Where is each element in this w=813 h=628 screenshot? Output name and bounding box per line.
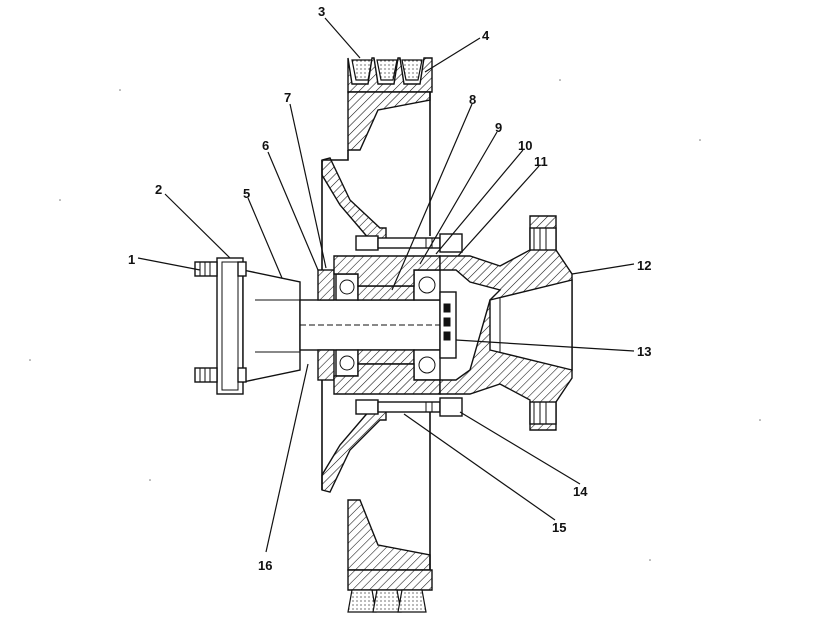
leader-16	[265, 363, 309, 553]
leader-1	[137, 257, 201, 271]
callout-11: 11	[534, 154, 548, 169]
leader-3	[324, 17, 361, 59]
callout-15: 15	[552, 520, 566, 535]
callout-5: 5	[243, 186, 250, 201]
scan-specks	[29, 79, 761, 561]
shaft	[299, 299, 441, 351]
callout-9: 9	[495, 120, 502, 135]
callout-14: 14	[573, 484, 588, 499]
retaining-nut	[439, 291, 457, 359]
leader-11	[457, 165, 540, 257]
leader-10	[435, 149, 524, 255]
callout-labels: 1 2 3 4 5 6 7 8 9 10 11 12 13 14 15 16	[128, 4, 651, 573]
leader-lines	[137, 17, 635, 553]
callout-12: 12	[637, 258, 651, 273]
callout-13: 13	[637, 344, 651, 359]
leader-5	[247, 197, 283, 279]
leader-9	[419, 131, 498, 265]
callout-2: 2	[155, 182, 162, 197]
leader-13	[455, 339, 635, 352]
pulley-lower	[321, 160, 433, 613]
leader-7	[289, 103, 327, 269]
fan-hub-flange	[194, 257, 301, 395]
callout-4: 4	[482, 28, 490, 43]
callout-8: 8	[469, 92, 476, 107]
callout-16: 16	[258, 558, 272, 573]
callout-6: 6	[262, 138, 269, 153]
callout-7: 7	[284, 90, 291, 105]
callout-1: 1	[128, 252, 135, 267]
pulley-upper	[321, 57, 433, 241]
seals-and-bearings	[317, 255, 441, 395]
leader-14	[459, 411, 581, 485]
leader-12	[571, 263, 635, 275]
support-bracket	[439, 215, 573, 431]
callout-3: 3	[318, 4, 325, 19]
leader-8	[391, 103, 473, 291]
leader-15	[403, 413, 556, 521]
pulley-bolts	[355, 233, 463, 417]
leader-4	[424, 37, 481, 73]
callout-10: 10	[518, 138, 532, 153]
leader-2	[164, 193, 231, 259]
leader-6	[267, 151, 319, 271]
